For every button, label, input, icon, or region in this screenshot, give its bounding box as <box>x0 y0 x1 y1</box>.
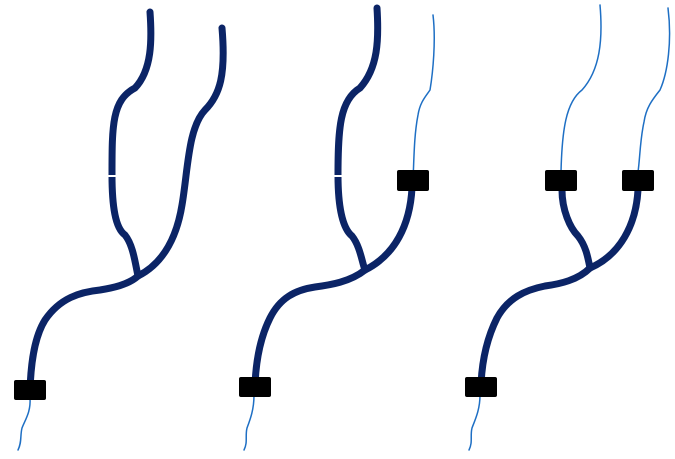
panel-1-left-branch <box>112 12 151 276</box>
panel-3-trunk <box>481 268 590 385</box>
panel-2-block-bottom <box>239 377 271 397</box>
panel-1 <box>14 12 223 450</box>
panel-1-trunk <box>30 276 138 390</box>
panel-1-block-bottom <box>14 380 46 400</box>
panel-3-block-bottom <box>465 377 497 397</box>
panel-2-block-right <box>397 170 429 191</box>
panel-3-right-branch <box>590 190 638 268</box>
panel-3 <box>465 5 670 450</box>
panel-3-left-thin-branch <box>561 5 601 172</box>
panel-2-right-branch <box>365 188 412 270</box>
panel-3-block-right <box>622 170 654 191</box>
panel-3-block-left <box>545 170 577 191</box>
panel-2-tail <box>244 395 254 450</box>
panel-3-tail <box>469 395 480 450</box>
panel-3-left-branch <box>562 190 590 268</box>
panel-1-tail <box>18 398 30 450</box>
panel-2-left-branch <box>338 8 378 270</box>
panel-2-trunk <box>255 270 365 385</box>
panel-2-right-thin-branch <box>413 15 434 180</box>
panel-3-right-thin-branch <box>638 8 670 172</box>
panel-2 <box>239 8 434 450</box>
